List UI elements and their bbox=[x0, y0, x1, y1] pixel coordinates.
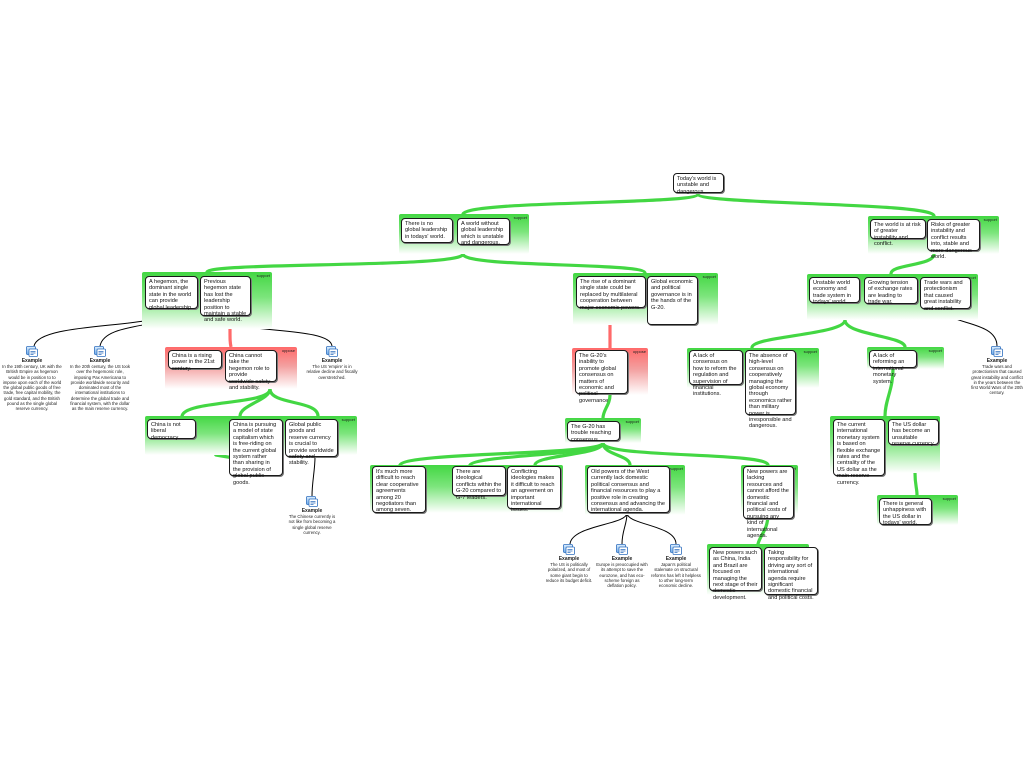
example-title: Example bbox=[986, 358, 1008, 364]
example-text: Europe is preoccupied with its attempt t… bbox=[596, 562, 648, 589]
support-links bbox=[180, 192, 936, 546]
support-tag: support bbox=[256, 273, 270, 278]
example-title: Example bbox=[611, 556, 633, 562]
example-title: Example bbox=[301, 508, 323, 514]
example-title: Example bbox=[558, 556, 580, 562]
example-icon bbox=[563, 544, 575, 555]
claim-node-c1a[interactable]: China is a rising power in the 21st cent… bbox=[168, 350, 222, 372]
claim-node-r3b[interactable]: The US dollar has become an unsuitable r… bbox=[888, 419, 939, 447]
claim-node-r2a[interactable]: A lack of consensus on how to reform the… bbox=[689, 350, 743, 397]
claim-node-n2a[interactable]: The world is at risk of greater instabil… bbox=[870, 219, 926, 247]
claim-node-g1[interactable]: The G-20's inability to promote global c… bbox=[575, 350, 628, 404]
example-text: The US is politically polarized, and mos… bbox=[545, 562, 593, 583]
claim-node-r1a[interactable]: Unstable world economy and trade system … bbox=[809, 277, 860, 305]
claim-node-c2b[interactable]: China is pursuing a model of state capit… bbox=[229, 419, 283, 486]
claim-node-g4b[interactable]: Taking responsibility for driving any so… bbox=[764, 547, 818, 601]
claim-node-r2b[interactable]: The absence of high-level consensus on c… bbox=[745, 350, 796, 429]
claim-node-c1b[interactable]: China cannot take the hegemon role to pr… bbox=[225, 350, 277, 391]
support-link-15 bbox=[889, 252, 936, 276]
example-text: The Chinese currently is not like from b… bbox=[288, 514, 336, 535]
claim-node-h1b[interactable]: Previous hegemon state has lost the lead… bbox=[200, 276, 251, 323]
support-link-11 bbox=[533, 441, 605, 467]
example-title: Example bbox=[665, 556, 687, 562]
example-link-7 bbox=[626, 512, 677, 545]
claim-node-m1a[interactable]: The rise of a dominant single state coul… bbox=[576, 276, 646, 311]
support-link-18 bbox=[883, 367, 895, 418]
claim-node-n2b[interactable]: Risks of greater instability and conflic… bbox=[927, 219, 980, 260]
claim-node-root[interactable]: Today's world is unstable and dangerous. bbox=[673, 173, 724, 195]
support-tag: support bbox=[803, 349, 817, 354]
claim-node-g4a[interactable]: New powers such as China, India and Braz… bbox=[709, 547, 762, 601]
example-icon bbox=[991, 346, 1003, 357]
support-tag: support bbox=[702, 274, 716, 279]
support-tag: support bbox=[942, 496, 956, 501]
claim-node-g2[interactable]: The G-20 has trouble reaching consensus bbox=[567, 421, 620, 443]
claim-node-h1a[interactable]: A hegemon, the dominant single state in … bbox=[145, 276, 198, 311]
example-icon bbox=[94, 346, 106, 357]
support-link-8 bbox=[268, 387, 320, 418]
support-link-17 bbox=[843, 318, 907, 349]
claim-node-r4[interactable]: There is general unhappiness with the US… bbox=[879, 498, 932, 526]
example-link-4 bbox=[311, 456, 316, 497]
claim-node-r1b[interactable]: Growing tension of exchange rates are le… bbox=[864, 277, 918, 305]
oppose-tag: oppose bbox=[632, 349, 646, 354]
example-icon bbox=[306, 496, 318, 507]
support-tag: support bbox=[928, 348, 942, 353]
example-title: Example bbox=[321, 358, 343, 364]
claim-node-g3e[interactable]: New powers are lacking resources and can… bbox=[743, 466, 794, 539]
claim-node-m1b[interactable]: Global economic and political governance… bbox=[647, 276, 698, 325]
example-title: Example bbox=[89, 358, 111, 364]
example-link-6 bbox=[621, 512, 628, 545]
claim-node-c2c[interactable]: Global public goods and reserve currency… bbox=[285, 419, 338, 466]
claim-node-c2a[interactable]: China is not liberal democracy. bbox=[147, 419, 196, 441]
support-link-20 bbox=[601, 393, 612, 420]
claim-node-r2c[interactable]: A lack of reforming an international mon… bbox=[869, 350, 917, 385]
oppose-link-1 bbox=[228, 328, 233, 348]
example-title: Example bbox=[21, 358, 43, 364]
support-link-19 bbox=[913, 471, 919, 497]
support-link-13 bbox=[601, 441, 770, 467]
example-icon bbox=[326, 346, 338, 357]
support-link-2 bbox=[696, 192, 936, 218]
example-text: In the 19th century, UK with the British… bbox=[2, 364, 62, 412]
oppose-links bbox=[228, 325, 612, 348]
claim-node-r1c[interactable]: Trade wars and protectionism that caused… bbox=[920, 277, 971, 312]
support-link-1 bbox=[461, 192, 700, 216]
support-tag: support bbox=[983, 217, 997, 222]
support-tag: support bbox=[513, 215, 527, 220]
claim-node-n1b[interactable]: A world without global leadership which … bbox=[457, 218, 510, 246]
claim-node-r3a[interactable]: The current international monetary syste… bbox=[833, 419, 885, 486]
example-text: Japan's political stalemate on structura… bbox=[651, 562, 701, 589]
claim-node-n1a[interactable]: There is no global leadership in todays'… bbox=[401, 218, 453, 243]
claim-node-g3a[interactable]: It's much more difficult to reach clear … bbox=[372, 466, 426, 513]
example-icon bbox=[616, 544, 628, 555]
support-link-4 bbox=[461, 252, 647, 275]
example-text: Trade wars and protectionism that caused… bbox=[971, 364, 1023, 396]
support-tag: support bbox=[625, 419, 639, 424]
example-text: In the 20th century, the US took over th… bbox=[69, 364, 131, 412]
support-tag: support bbox=[341, 417, 355, 422]
support-tag: support bbox=[669, 466, 683, 471]
support-link-3 bbox=[205, 252, 465, 274]
support-link-16 bbox=[750, 318, 847, 350]
example-text: The US 'empire' is in relative decline a… bbox=[306, 364, 358, 380]
example-icon bbox=[26, 346, 38, 357]
claim-node-g3d[interactable]: Old powers of the West currently lack do… bbox=[587, 466, 670, 513]
oppose-tag: oppose bbox=[281, 348, 295, 353]
example-icon bbox=[670, 544, 682, 555]
claim-node-g3c[interactable]: Conflicting ideologies makes it difficul… bbox=[507, 466, 561, 513]
example-link-5 bbox=[569, 512, 628, 545]
claim-node-g3b[interactable]: There are ideological conflicts within t… bbox=[452, 466, 506, 501]
